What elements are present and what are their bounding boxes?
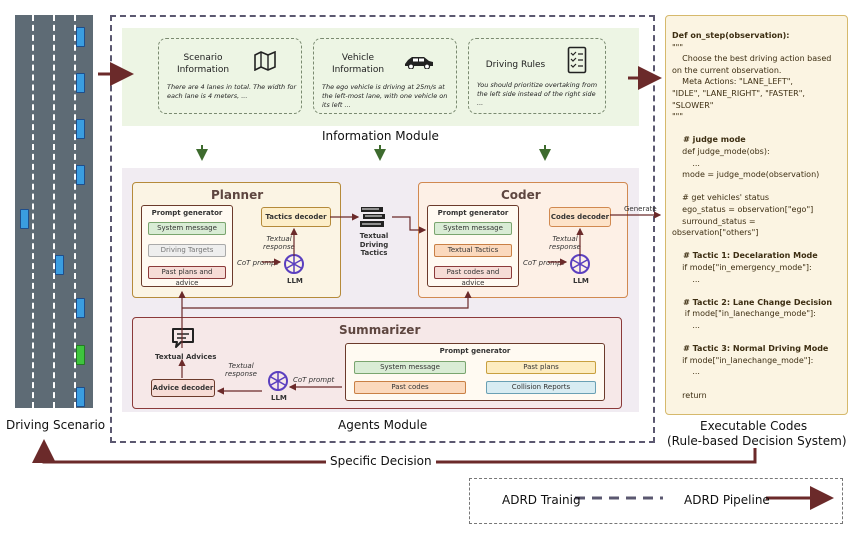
car-icon [76, 119, 85, 139]
coder-prompt-generator: Prompt generator System message Textual … [427, 205, 519, 287]
books-icon [360, 207, 385, 227]
summarizer-past-plans: Past plans [486, 361, 596, 374]
training-boundary [110, 15, 655, 443]
scenario-info-card: Scenario Information There are 4 lanes i… [158, 38, 302, 114]
legend-pipeline: ADRD Pipeline [684, 493, 770, 507]
code-line: # Tactic 1: Decelaration Mode [672, 251, 818, 261]
generate-label: Generate [624, 205, 657, 213]
coder-box: Coder Prompt generator System message Te… [418, 182, 628, 298]
map-icon [254, 51, 276, 71]
rule-based-decision-label: (Rule-based Decision System) [667, 434, 847, 448]
textual-driving-tactics: Textual Driving Tactics [359, 232, 389, 257]
code-line: """ [672, 42, 684, 52]
legend-training: ADRD Trainig [502, 493, 581, 507]
code-line: # judge mode [672, 135, 746, 145]
code-line: Meta Actions: "LANE_LEFT", [672, 77, 793, 87]
code-line: """ [672, 112, 684, 122]
checklist-icon [567, 46, 587, 74]
car-icon [76, 27, 85, 47]
code-line: # get vehicles' status [672, 193, 770, 203]
driving-scenario-label: Driving Scenario [6, 418, 106, 432]
car-icon [76, 165, 85, 185]
summarizer-prompt-generator: Prompt generator System message Past pla… [345, 343, 605, 401]
code-line: Choose the best driving action based [672, 54, 832, 64]
planner-past-plans: Past plans and advice [148, 266, 226, 287]
code-line: ... [672, 158, 700, 168]
coder-past-codes: Past codes and advice [434, 266, 512, 287]
code-line: ego_status = observation["ego"] [672, 205, 814, 214]
car-icon [76, 73, 85, 93]
llm-icon [570, 254, 590, 274]
code-line: mode = judge_mode(observation) [672, 170, 820, 180]
planner-system-message: System message [148, 222, 226, 235]
code-line: ... [672, 274, 700, 284]
code-line: # Tactic 2: Lane Change Decision [672, 297, 833, 307]
code-line: "SLOWER" [672, 100, 714, 110]
summarizer-system-message: System message [354, 361, 466, 374]
driving-rules-card: Driving Rules You should prioritize over… [468, 38, 606, 114]
coder-textual-tactics: Textual Tactics [434, 244, 512, 257]
information-module-label: Information Module [322, 129, 439, 143]
code-line: ... [672, 367, 700, 377]
codes-decoder: Codes decoder [549, 207, 611, 227]
code-line: "IDLE", "LANE_RIGHT", "FASTER", [672, 89, 805, 98]
summarizer-past-codes: Past codes [354, 381, 466, 394]
car-icon [20, 209, 29, 229]
llm-icon [268, 371, 288, 391]
code-line: return [672, 390, 707, 400]
code-line: # Tactic 3: Normal Driving Mode [672, 344, 829, 354]
coder-system-message: System message [434, 222, 512, 235]
car-icon [405, 57, 433, 69]
code-line: def judge_mode(obs): [672, 147, 770, 156]
code-line: observation["others"] [672, 228, 759, 238]
driving-scenario-road [12, 15, 96, 408]
executable-code-panel: Def on_step(observation): """ Choose the … [665, 15, 848, 415]
planner-driving-targets: Driving Targets [148, 244, 226, 257]
planner-prompt-generator: Prompt generator System message Driving … [141, 205, 233, 287]
ego-car-icon [76, 345, 85, 365]
summarizer-collision-reports: Collision Reports [486, 381, 596, 394]
summarizer-box: Summarizer Prompt generator System messa… [132, 317, 622, 409]
code-line: if mode["in_lanechange_mode"]: [672, 355, 814, 365]
code-line: if mode["in_lanechange_mode"]: [672, 309, 816, 319]
agents-module-label: Agents Module [338, 418, 428, 432]
information-module [122, 28, 639, 126]
code-line: surround_status = [672, 216, 756, 226]
code-line: ... [672, 321, 700, 330]
car-icon [76, 298, 85, 318]
car-icon [76, 387, 85, 407]
specific-decision-label: Specific Decision [326, 454, 436, 468]
code-line: on the current observation. [672, 65, 782, 75]
code-line: if mode["in_emergency_mode"]: [672, 263, 812, 272]
planner-box: Planner Prompt generator System message … [132, 182, 341, 298]
executable-codes-label: Executable Codes [700, 419, 808, 433]
vehicle-info-card: Vehicle Information The ego vehicle is d… [313, 38, 457, 114]
car-icon [55, 255, 64, 275]
code-line: Def on_step(observation): [672, 31, 790, 40]
legend: ADRD Trainig ADRD Pipeline [469, 478, 843, 524]
advice-decoder: Advice decoder [151, 379, 215, 397]
